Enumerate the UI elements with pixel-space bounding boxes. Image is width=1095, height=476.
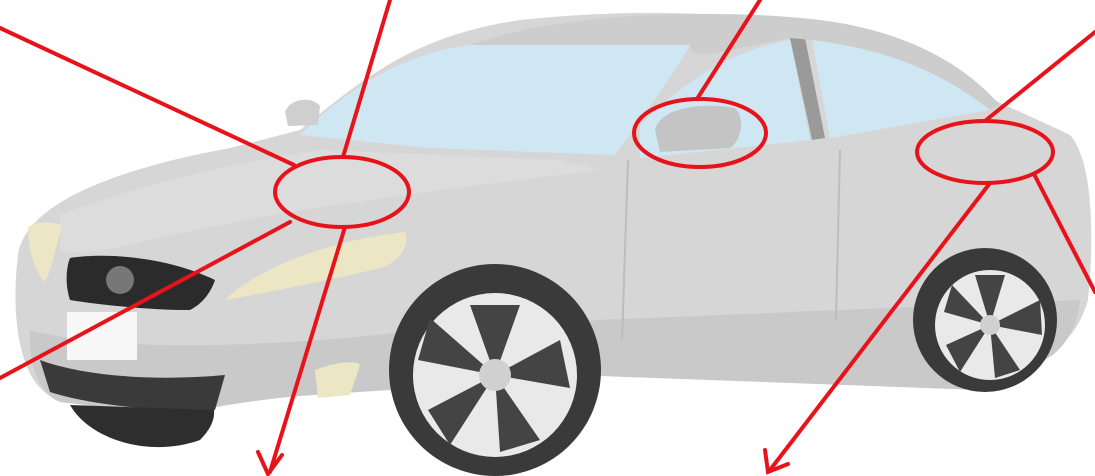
hood-callout-arrowhead: [258, 452, 282, 474]
front-tire-bottom: [70, 405, 214, 447]
car-illustration: [15, 13, 1091, 476]
hood-callout-line-1: [0, 28, 294, 165]
fog-light: [315, 362, 360, 398]
roof-antenna: [285, 100, 320, 126]
rear-wheel-hub: [980, 315, 1000, 335]
grille-emblem: [106, 266, 134, 294]
front-wheel-hub: [479, 359, 511, 391]
door-callout-line-1: [985, 32, 1095, 121]
